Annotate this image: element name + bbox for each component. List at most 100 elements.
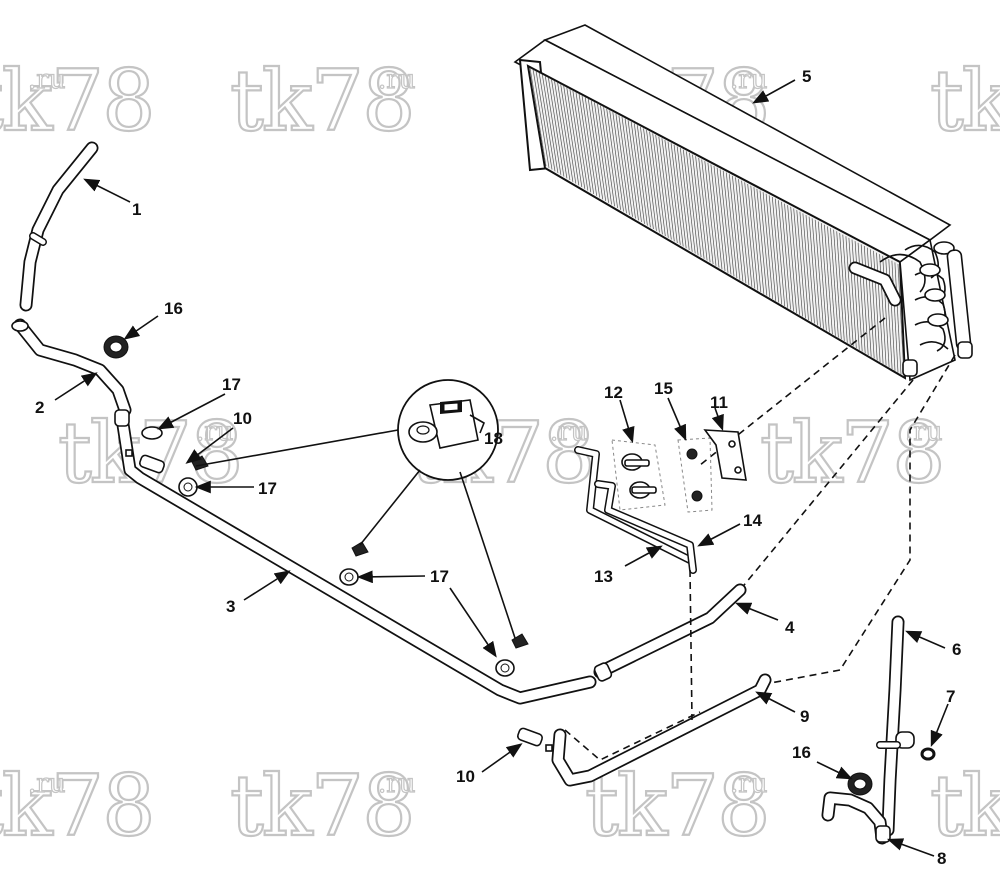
watermark-bottom-right-a: tk78 .ru bbox=[584, 756, 772, 856]
fin-line bbox=[627, 120, 642, 223]
callout-5: 5 bbox=[802, 67, 811, 86]
fin-line bbox=[538, 72, 556, 172]
fin-line bbox=[640, 126, 654, 230]
watermark-suffix: .ru bbox=[378, 769, 415, 799]
callout-17-upper: 17 bbox=[222, 375, 241, 394]
fin-line bbox=[735, 177, 747, 284]
fin-line bbox=[587, 98, 604, 200]
fin-line bbox=[765, 193, 777, 301]
fin-line bbox=[670, 143, 684, 247]
hose-4 bbox=[593, 583, 747, 682]
fin-line bbox=[652, 133, 666, 237]
watermark-text: tk78 bbox=[930, 52, 1000, 150]
fin-line bbox=[560, 84, 577, 184]
fin-line bbox=[649, 131, 663, 235]
rod-13 bbox=[574, 446, 694, 564]
fin-line bbox=[612, 112, 627, 214]
fin-line bbox=[732, 175, 744, 282]
fin-line bbox=[603, 107, 618, 209]
clip-18-small bbox=[191, 455, 529, 649]
fin-line bbox=[897, 263, 905, 377]
fin-line bbox=[784, 203, 794, 312]
watermark-suffix: .ru bbox=[905, 417, 942, 447]
fin-line bbox=[799, 211, 809, 321]
fin-line bbox=[713, 165, 726, 272]
fin-line bbox=[707, 162, 720, 268]
hose-2 bbox=[11, 318, 132, 417]
fin-line bbox=[689, 152, 702, 258]
watermark-suffix: .ru bbox=[378, 65, 415, 95]
fin-line bbox=[824, 224, 833, 335]
watermark-top-center: tk78 .ru bbox=[229, 51, 417, 151]
fin-line bbox=[630, 121, 645, 224]
fin-line bbox=[551, 79, 568, 179]
fin-line bbox=[710, 164, 723, 270]
fin-line bbox=[756, 188, 768, 296]
hose-1 bbox=[19, 141, 99, 312]
callout-16-lower: 16 bbox=[792, 743, 811, 762]
fin-line bbox=[569, 89, 586, 189]
valve-12 bbox=[611, 439, 666, 511]
heater-core-tubes bbox=[879, 241, 955, 352]
fin-line bbox=[787, 205, 797, 314]
callout-4: 4 bbox=[785, 618, 795, 637]
fin-line bbox=[686, 151, 699, 256]
fin-line bbox=[793, 208, 803, 317]
fin-line bbox=[701, 159, 714, 265]
fin-line bbox=[575, 92, 592, 193]
fin-line bbox=[643, 128, 657, 231]
fin-line bbox=[774, 198, 786, 307]
clamp-17-c bbox=[339, 568, 359, 586]
fin-line bbox=[851, 239, 860, 350]
fin-line bbox=[544, 76, 562, 175]
fin-line bbox=[636, 125, 651, 228]
fin-line bbox=[741, 180, 753, 287]
fin-line bbox=[817, 221, 827, 331]
watermark-text: tk78 bbox=[0, 52, 154, 150]
detail-18 bbox=[195, 379, 516, 639]
bracket-11 bbox=[703, 429, 747, 481]
callout-arrows bbox=[54, 79, 949, 857]
watermark-bottom-center: tk78 .ru bbox=[229, 756, 417, 856]
fin-line bbox=[738, 179, 750, 286]
fitting-10-upper bbox=[125, 449, 166, 474]
rod-14 bbox=[594, 480, 697, 721]
callout-9: 9 bbox=[800, 707, 809, 726]
fin-line bbox=[664, 139, 678, 244]
fin-line bbox=[836, 231, 845, 342]
fin-line bbox=[744, 182, 756, 289]
fin-line bbox=[833, 229, 842, 340]
fin-line bbox=[762, 192, 774, 300]
fin-line bbox=[590, 100, 607, 202]
watermark-top-left: tk78 .ru bbox=[0, 51, 157, 151]
watermark-bottom-right-b: tk78 bbox=[929, 756, 1000, 856]
hose-6 bbox=[876, 615, 915, 837]
callout-13: 13 bbox=[594, 567, 613, 586]
fin-line bbox=[667, 141, 681, 245]
fin-line bbox=[830, 228, 839, 338]
callout-7: 7 bbox=[946, 687, 955, 706]
heater-core bbox=[513, 24, 973, 686]
fin-line bbox=[811, 218, 821, 328]
fin-line bbox=[600, 105, 615, 207]
watermark-text: tk78 bbox=[0, 757, 154, 855]
fin-line bbox=[728, 174, 741, 280]
callout-3: 3 bbox=[226, 597, 235, 616]
fin-line bbox=[597, 103, 612, 205]
grommet-16-upper bbox=[103, 335, 129, 359]
callout-10-lower: 10 bbox=[456, 767, 475, 786]
watermark-suffix: .ru bbox=[28, 769, 65, 799]
fin-line bbox=[615, 113, 630, 216]
fin-line bbox=[891, 260, 899, 373]
callout-15: 15 bbox=[654, 379, 673, 398]
fin-line bbox=[621, 116, 636, 219]
clamp-17-d bbox=[495, 659, 515, 677]
fin-line bbox=[554, 81, 571, 181]
callout-18: 18 bbox=[484, 429, 503, 448]
fin-line bbox=[557, 82, 574, 182]
fin-line bbox=[842, 234, 851, 345]
watermark-suffix: .ru bbox=[730, 65, 767, 95]
fin-line bbox=[845, 236, 854, 347]
fin-line bbox=[695, 156, 708, 261]
fin-line bbox=[802, 213, 812, 322]
